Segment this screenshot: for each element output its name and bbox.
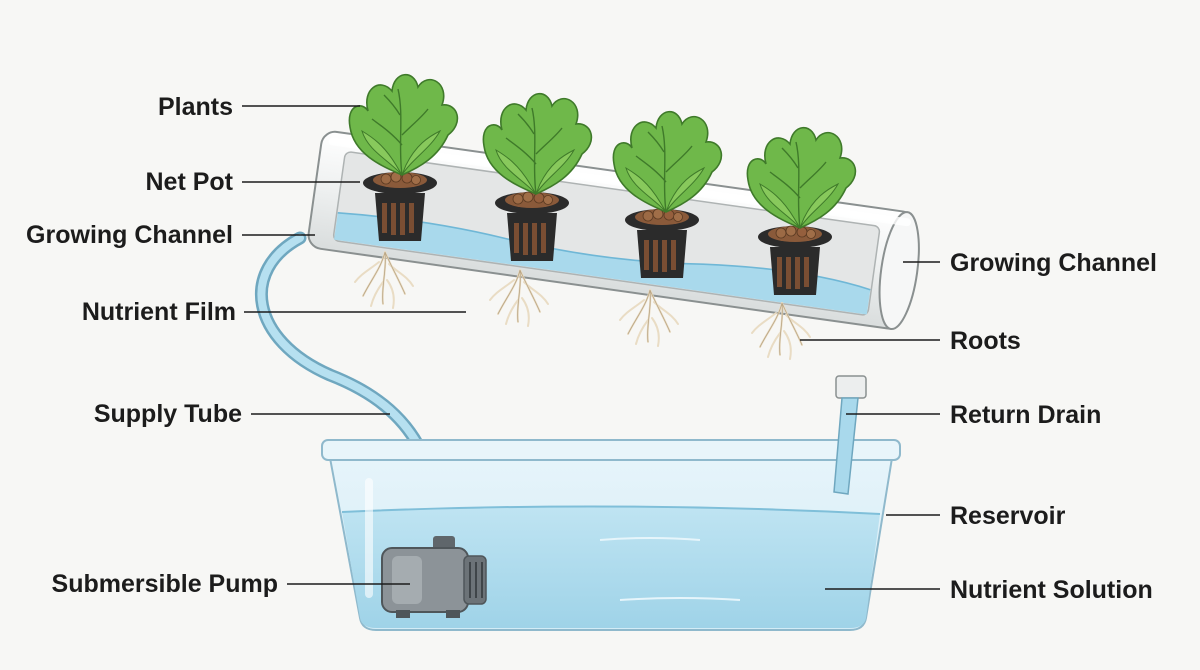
label-supply-tube: Supply Tube — [94, 400, 390, 428]
label-nutrient-film: Nutrient Film — [82, 298, 466, 326]
label-growing-channel-right: Growing Channel — [903, 249, 1157, 277]
label-reservoir: Reservoir — [886, 502, 1066, 530]
label-submersible-pump: Submersible Pump — [52, 570, 410, 598]
label-text: Return Drain — [950, 401, 1101, 429]
label-text: Net Pot — [146, 168, 234, 196]
pump-icon — [381, 536, 487, 618]
label-roots: Roots — [800, 327, 1021, 355]
label-text: Growing Channel — [26, 221, 233, 249]
nutrient-film-water — [334, 212, 871, 315]
label-text: Supply Tube — [94, 400, 242, 428]
label-return-drain: Return Drain — [846, 401, 1101, 429]
label-nutrient-solution: Nutrient Solution — [825, 576, 1153, 604]
label-net-pot: Net Pot — [146, 168, 360, 196]
label-text: Nutrient Film — [82, 298, 236, 326]
label-text: Growing Channel — [950, 249, 1157, 277]
return-drain — [833, 375, 867, 495]
label-text: Reservoir — [950, 502, 1066, 530]
label-text: Roots — [950, 327, 1021, 355]
label-plants: Plants — [158, 93, 360, 121]
label-text: Nutrient Solution — [950, 576, 1153, 604]
label-text: Submersible Pump — [52, 570, 278, 598]
label-growing-channel-left: Growing Channel — [26, 221, 315, 249]
label-text: Plants — [158, 93, 233, 121]
